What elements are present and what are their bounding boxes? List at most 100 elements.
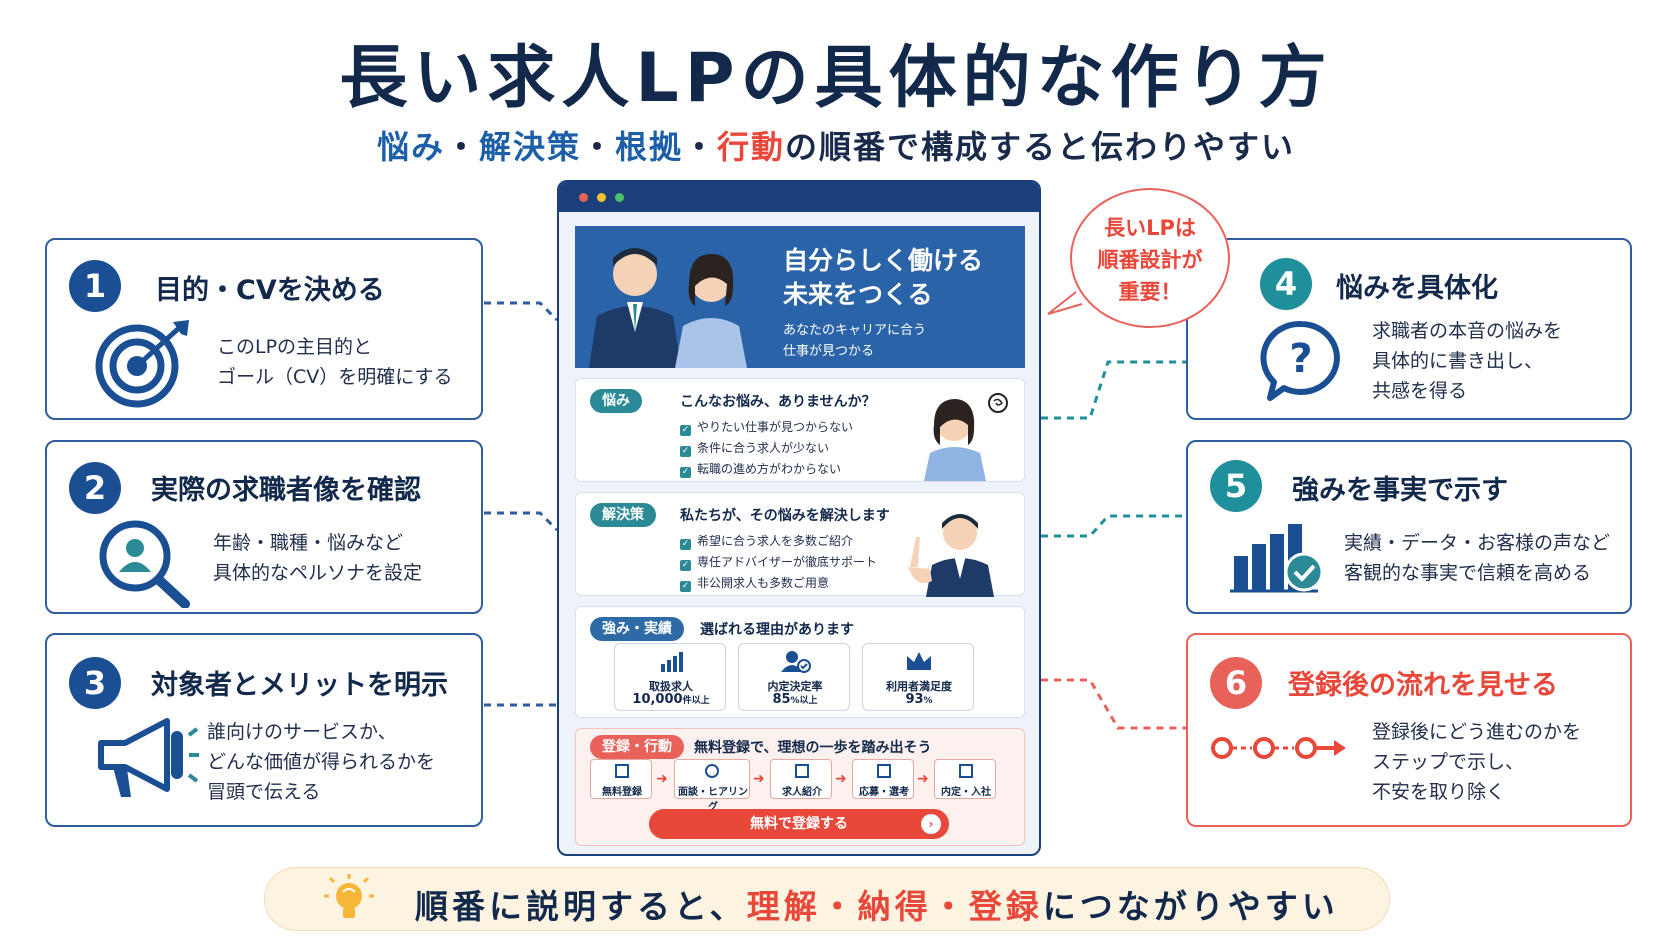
solution-tag: 解決策 (590, 503, 656, 527)
arrow-icon: ➜ (917, 771, 929, 787)
step-mail-icon (959, 764, 973, 778)
hero-people-illustration (589, 248, 747, 368)
list-item: ✓非公開求人も多数ご用意 (680, 576, 830, 592)
step-body-5: 実績・データ・お客様の声など 客観的な事実で信頼を高める (1344, 532, 1611, 584)
step-title-3: 対象者とメリットを明示 (151, 670, 448, 701)
megaphone-icon (98, 718, 199, 797)
step-body-6: 登録後にどう進むのかを ステップで示し、 不安を取り除く (1372, 721, 1582, 803)
arrow-icon: ➜ (656, 771, 668, 787)
flow-step: 面談・ヒアリング (674, 759, 750, 813)
question-bubble-icon: ? (1260, 320, 1340, 401)
subtitle-action: 行動 (717, 128, 786, 166)
stat-value: 10,000件以上 (632, 692, 710, 707)
step-number-1: 1 (69, 260, 121, 312)
subtitle-sep: ・ (683, 128, 718, 166)
stat-card: 内定決定率 85%以上 (738, 643, 850, 711)
step-title-2: 実際の求職者像を確認 (151, 475, 421, 506)
page-subtitle: 悩み・解決策・根拠・行動の順番で構成すると伝わりやすい (0, 122, 1672, 168)
step-title-6: 登録後の流れを見せる (1288, 670, 1558, 701)
step-card-4: 4 悩みを具体化 ? 求職者の本音の悩みを 具体的に書き出し、 共感を得る (1186, 238, 1632, 420)
step-card-2: 2 実際の求職者像を確認 年齢・職種・悩みなど 具体的なペルソナを設定 (45, 440, 483, 614)
flow-step: 求人紹介 (770, 759, 832, 799)
solution-title: 私たちが、その悩みを解決します (680, 508, 890, 524)
action-tag: 登録・行動 (590, 735, 684, 759)
step-number-4: 4 (1260, 258, 1312, 310)
connector-1 (484, 301, 559, 322)
window-dot-yellow-icon (597, 193, 606, 202)
list-item: ✓専任アドバイザーが徹底サポート (680, 555, 878, 571)
list-item: ✓希望に合う求人を多数ご紹介 (680, 534, 854, 550)
hero-subcopy: あなたのキャリアに合う 仕事が見つかる (783, 323, 927, 359)
svg-text:?: ? (1289, 336, 1312, 382)
advisor-man-illustration (908, 514, 994, 597)
hero-headline: 自分らしく働ける 未来をつくる (783, 246, 984, 309)
worried-woman-illustration (924, 393, 1008, 481)
list-item: ✓条件に合う求人が少ない (680, 441, 830, 457)
connector-6 (1041, 678, 1186, 730)
step-body-1: このLPの主目的と ゴール（CV）を明確にする (217, 336, 453, 388)
strength-tag: 強み・実績 (590, 617, 684, 641)
chart-icon (661, 652, 683, 672)
callout-text: 長いLPは 順番設計が 重要！ (1097, 216, 1203, 304)
stat-label: 取扱求人 (649, 680, 693, 693)
subtitle-sep: ・ (444, 128, 479, 166)
stat-label: 利用者満足度 (886, 680, 952, 693)
flow-step: 内定・入社 (934, 759, 996, 799)
window-dot-red-icon (579, 193, 588, 202)
lp-section-worry: 悩み こんなお悩み、ありませんか？ ✓やりたい仕事が見つからない ✓条件に合う求… (575, 378, 1025, 482)
step-apply-icon (877, 764, 891, 778)
stat-card: 利用者満足度 93% (862, 643, 974, 711)
step-number-2: 2 (69, 462, 121, 514)
bubble-tail (1047, 291, 1083, 315)
subtitle-rest: の順番で構成すると伝わりやすい (785, 128, 1296, 166)
step-body-4: 求職者の本音の悩みを 具体的に書き出し、 共感を得る (1372, 320, 1563, 402)
worry-list: ✓やりたい仕事が見つからない ✓条件に合う求人が少ない ✓転職の進め方がわからな… (680, 417, 853, 480)
step-number-6: 6 (1210, 657, 1262, 709)
stat-value: 93% (905, 692, 933, 707)
callout-bubble: 長いLPは 順番設計が 重要！ (1070, 188, 1230, 328)
window-dot-green-icon (615, 193, 624, 202)
subtitle-sep: ・ (580, 128, 615, 166)
step-title-1: 目的・CVを決める (155, 275, 385, 306)
lp-mockup-window: 自分らしく働ける 未来をつくる あなたのキャリアに合う 仕事が見つかる 悩み こ… (557, 180, 1041, 856)
target-icon (95, 320, 189, 408)
step-card-6: 6 登録後の流れを見せる 登録後にどう進むのかを ステップで示し、 不安を取り除… (1186, 633, 1632, 827)
bar-chart-check-icon (1230, 524, 1324, 593)
arrow-icon: ➜ (835, 771, 847, 787)
step-flow-icon (1211, 737, 1346, 759)
step-number-5: 5 (1210, 460, 1262, 512)
stat-label: 内定決定率 (767, 680, 823, 693)
list-item: ✓やりたい仕事が見つからない (680, 420, 854, 436)
browser-titlebar (559, 182, 1039, 212)
step-body-2: 年齢・職種・悩みなど 具体的なペルソナを設定 (213, 532, 423, 584)
list-item: ✓転職の進め方がわからない (680, 462, 842, 478)
cta-label: 無料で登録する (750, 816, 848, 832)
lightbulb-icon (324, 874, 374, 918)
step-card-3: 3 対象者とメリットを明示 誰向けのサービスか、 どんな価値が得られるかを 冒頭… (45, 633, 483, 827)
action-title: 無料登録で、理想の一歩を踏み出そう (694, 740, 932, 756)
subtitle-worry: 悩み (376, 128, 445, 166)
connector-2 (484, 511, 559, 532)
step-card-5: 5 強みを事実で示す 実績・データ・お客様の声など 客観的な事実で信頼を高める (1186, 440, 1632, 614)
step-number-3: 3 (69, 657, 121, 709)
step-list-icon (795, 764, 809, 778)
worry-title: こんなお悩み、ありませんか？ (680, 394, 876, 410)
page-title: 長い求人LPの具体的な作り方 (339, 39, 1333, 118)
summary-banner: 順番に説明すると、理解・納得・登録につながりやすい (264, 867, 1390, 931)
worry-tag: 悩み (590, 389, 642, 413)
step-person-icon (705, 764, 719, 778)
user-check-icon (781, 651, 811, 673)
checkbox-icon: ✓ (680, 560, 691, 571)
flow-step: 応募・選考 (852, 759, 914, 799)
solution-list: ✓希望に合う求人を多数ご紹介 ✓専任アドバイザーが徹底サポート ✓非公開求人も多… (680, 531, 877, 594)
stat-value: 85%以上 (772, 692, 818, 707)
step-title-5: 強みを事実で示す (1292, 475, 1508, 506)
connector-5 (1041, 514, 1186, 538)
crown-icon (907, 652, 931, 670)
register-cta-button[interactable]: 無料で登録する › (649, 809, 949, 839)
lp-section-action: 登録・行動 無料登録で、理想の一歩を踏み出そう 無料登録 ➜ 面談・ヒアリング … (575, 728, 1025, 846)
lp-section-solution: 解決策 私たちが、その悩みを解決します ✓希望に合う求人を多数ご紹介 ✓専任アド… (575, 492, 1025, 597)
chevron-right-icon: › (921, 814, 941, 834)
checkbox-icon: ✓ (680, 446, 691, 457)
